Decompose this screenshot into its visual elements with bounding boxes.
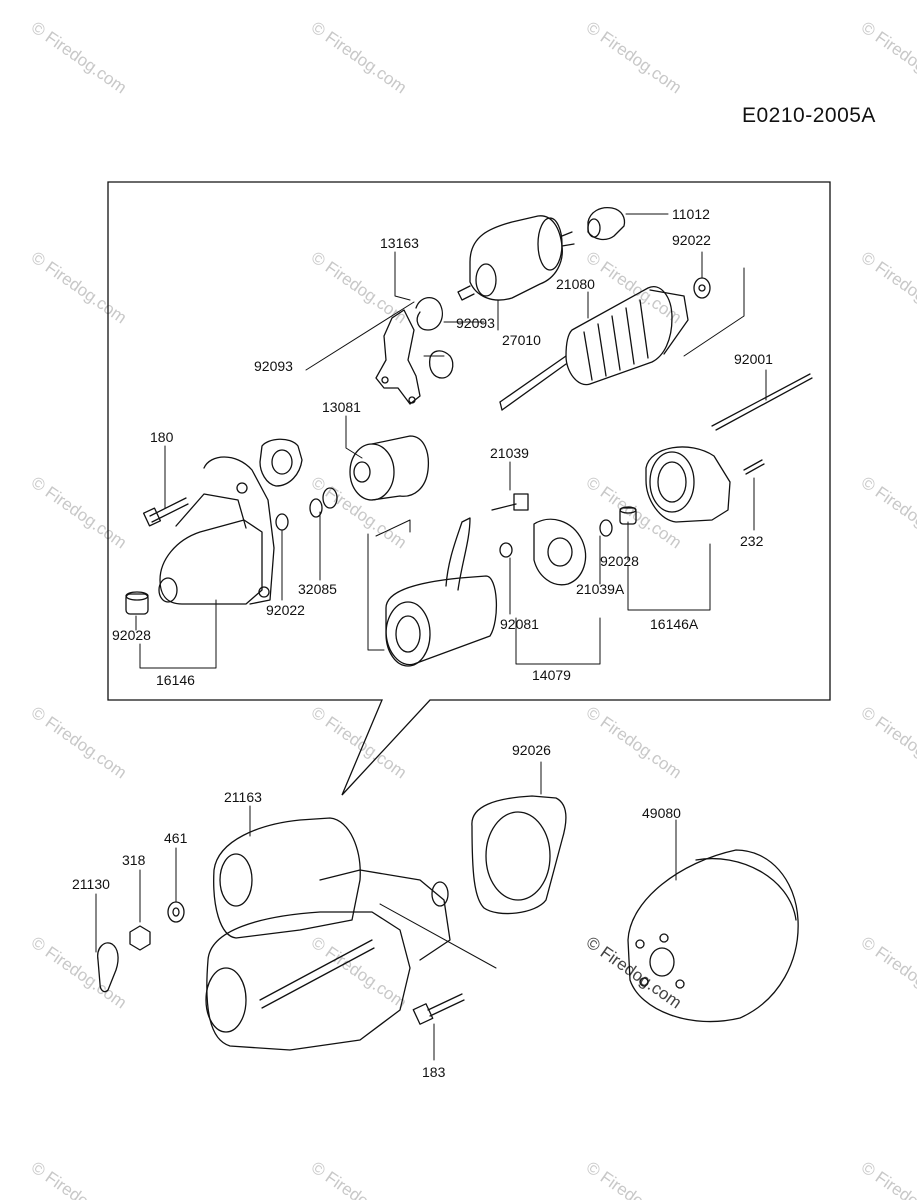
washer-461 xyxy=(167,901,185,923)
ring-32085 xyxy=(309,498,323,518)
part-label-92026[interactable]: 92026 xyxy=(512,742,551,758)
yoke-assembly xyxy=(385,517,498,667)
washer-92022 xyxy=(275,513,289,531)
watermark: © Firedog.com xyxy=(28,703,130,783)
watermark: © Firedog.com xyxy=(858,18,917,98)
watermark: © Firedog.com xyxy=(308,933,410,1013)
part-label-27010[interactable]: 27010 xyxy=(502,332,541,348)
watermark-layer: © Firedog.com © Firedog.com © Firedog.co… xyxy=(28,18,917,1200)
watermark: © Firedog.com xyxy=(308,473,410,553)
part-label-16146A[interactable]: 16146A xyxy=(650,616,699,632)
watermark: © Firedog.com xyxy=(858,473,917,553)
part-label-232[interactable]: 232 xyxy=(740,533,764,549)
gasket xyxy=(471,795,567,915)
part-label-461[interactable]: 461 xyxy=(164,830,188,846)
part-label-21163[interactable]: 21163 xyxy=(224,789,262,805)
part-label-92001[interactable]: 92001 xyxy=(734,351,773,367)
armature xyxy=(499,286,689,411)
watermark: © Firedog.com xyxy=(858,248,917,328)
screw-92081 xyxy=(499,542,513,558)
brush-holder xyxy=(533,518,587,586)
terminal-cover-21130 xyxy=(97,942,119,993)
part-label-21039[interactable]: 21039 xyxy=(490,445,529,461)
part-label-92093[interactable]: 92093 xyxy=(254,358,293,374)
bushing-left xyxy=(125,591,149,615)
part-label-13163[interactable]: 13163 xyxy=(380,235,419,251)
solenoid-switch xyxy=(457,215,575,301)
part-label-32085[interactable]: 32085 xyxy=(298,581,337,597)
part-label-92093[interactable]: 92093 xyxy=(456,315,495,331)
watermark: © Firedog.com xyxy=(583,703,685,783)
watermark: © Firedog.com xyxy=(583,1158,685,1200)
part-label-49080[interactable]: 49080 xyxy=(642,805,681,821)
brush xyxy=(491,493,529,511)
watermark: © Firedog.com xyxy=(28,248,130,328)
watermark: © Firedog.com xyxy=(583,18,685,98)
solenoid-boot xyxy=(587,206,626,241)
part-label-183[interactable]: 183 xyxy=(422,1064,446,1080)
part-label-92028[interactable]: 92028 xyxy=(112,627,151,643)
part-label-13081[interactable]: 13081 xyxy=(322,399,361,415)
armature-washer xyxy=(693,277,711,299)
watermark: © Firedog.com xyxy=(28,473,130,553)
watermark: © Firedog.com xyxy=(308,703,410,783)
bolt-183 xyxy=(412,993,465,1025)
bolt-180 xyxy=(142,497,189,527)
leader-lines xyxy=(95,213,767,1061)
part-label-180[interactable]: 180 xyxy=(150,429,174,445)
part-labels: 11012 92022 13163 21080 92093 27010 9209… xyxy=(72,206,773,1080)
watermark: © Firedog.com xyxy=(308,18,410,98)
part-label-92081[interactable]: 92081 xyxy=(500,616,539,632)
screw-232 xyxy=(743,459,765,475)
watermark: © Firedog.com xyxy=(308,1158,410,1200)
brush-21039A xyxy=(599,519,613,537)
part-label-16146[interactable]: 16146 xyxy=(156,672,195,688)
watermark: © Firedog.com xyxy=(858,703,917,783)
dust-cover xyxy=(627,849,799,1023)
part-label-14079[interactable]: 14079 xyxy=(532,667,571,683)
watermark: © Firedog.com xyxy=(858,1158,917,1200)
diagram-code: E0210-2005A xyxy=(742,104,876,127)
part-label-21080[interactable]: 21080 xyxy=(556,276,595,292)
watermark: © Firedog.com xyxy=(28,1158,130,1200)
part-label-92028[interactable]: 92028 xyxy=(600,553,639,569)
shift-lever xyxy=(375,297,454,405)
front-housing xyxy=(158,456,275,605)
nut-318 xyxy=(129,925,151,951)
rear-cover xyxy=(645,446,731,523)
assembly-axes xyxy=(305,267,745,969)
detail-callout-frame xyxy=(107,181,831,796)
watermark: © Firedog.com xyxy=(858,933,917,1013)
part-label-21039A[interactable]: 21039A xyxy=(576,581,625,597)
part-label-11012[interactable]: 11012 xyxy=(672,206,710,222)
part-label-318[interactable]: 318 xyxy=(122,852,146,868)
collar xyxy=(322,487,338,509)
starter-motor-assembly xyxy=(205,817,451,1051)
part-label-92022[interactable]: 92022 xyxy=(266,602,305,618)
part-label-92022[interactable]: 92022 xyxy=(672,232,711,248)
through-bolt xyxy=(711,373,813,431)
gear-plate xyxy=(259,438,303,487)
pinion-clutch xyxy=(349,435,430,501)
part-label-21130[interactable]: 21130 xyxy=(72,876,110,892)
watermark: © Firedog.com xyxy=(28,18,130,98)
